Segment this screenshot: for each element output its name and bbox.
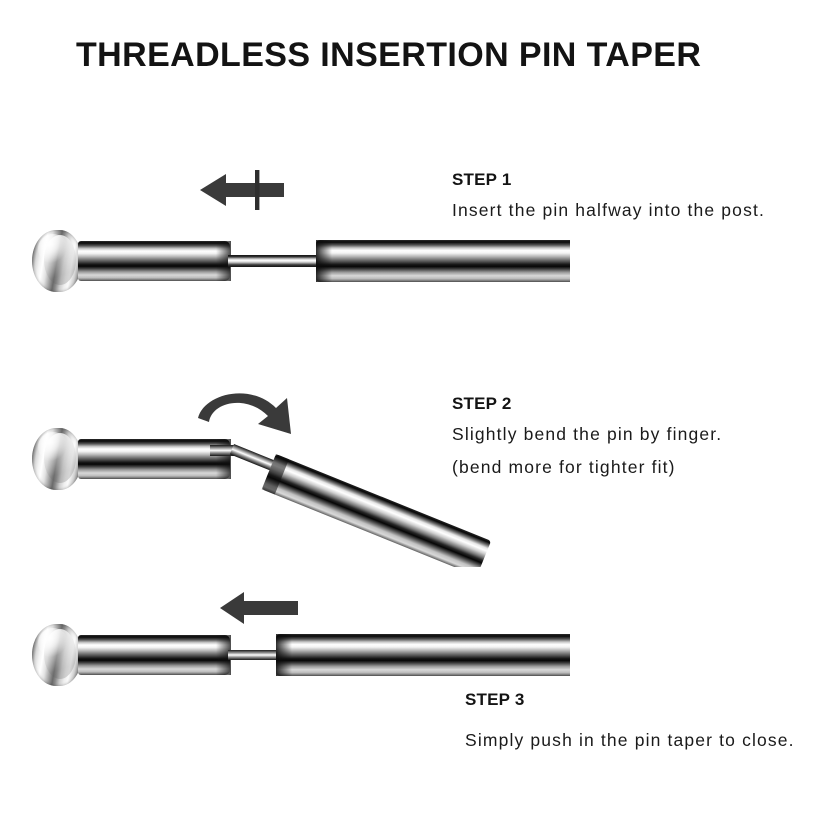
curved-arrow-clockwise-icon [192, 386, 302, 442]
pin-shaft [228, 255, 320, 267]
illustration-step-1 [24, 222, 570, 302]
step-2-label: STEP 2 [452, 394, 512, 413]
post-tube-right-edge [276, 634, 292, 676]
pin-head [32, 428, 82, 490]
page-title: THREADLESS INSERTION PIN TAPER [76, 36, 702, 74]
pin-shaft [228, 650, 282, 660]
post-tube-left-edge [216, 241, 231, 281]
post-tube-right [276, 634, 570, 676]
illustration-step-2-bent-section [210, 432, 530, 567]
post-tube-right [316, 240, 570, 282]
pin-head [32, 624, 82, 686]
post-tube-left [78, 635, 230, 675]
step-3-label: STEP 3 [465, 690, 525, 709]
arrow-left-icon [218, 588, 302, 628]
post-tube-left-edge [216, 635, 231, 675]
post-tube-left [78, 241, 230, 281]
step-2-line-2: (bend more for tighter fit) [452, 457, 676, 477]
post-tube-right-edge [316, 240, 332, 282]
post-tube-left [78, 439, 230, 479]
step-1-line-1: Insert the pin halfway into the post. [452, 200, 765, 220]
step-1-label: STEP 1 [452, 170, 512, 189]
step-3-line-1: Simply push in the pin taper to close. [465, 730, 795, 750]
arrow-left-with-tick-icon [198, 168, 304, 212]
pin-head [32, 230, 82, 292]
illustration-step-3 [24, 616, 570, 696]
step-2-line-1: Slightly bend the pin by finger. [452, 424, 723, 444]
